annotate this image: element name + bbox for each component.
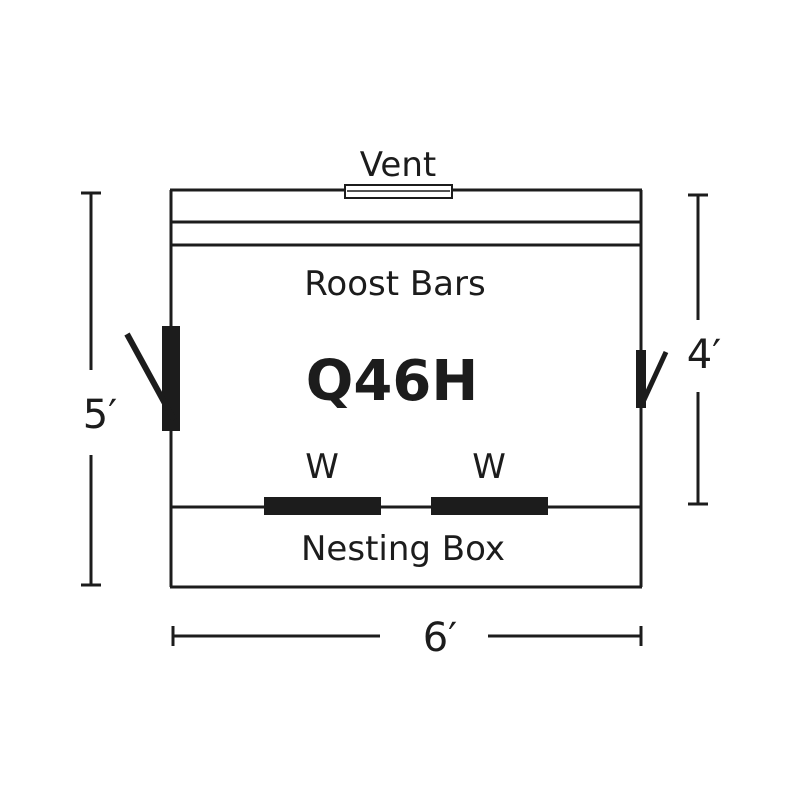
left-door — [124, 326, 180, 431]
right-door-swing — [640, 350, 669, 404]
model-label: Q46H — [306, 349, 478, 414]
left-door-swing — [124, 332, 177, 422]
vent-label: Vent — [360, 145, 436, 185]
width-label: 6′ — [423, 615, 458, 661]
roost-bars-label: Roost Bars — [304, 264, 485, 304]
window-left-label: W — [305, 447, 339, 487]
window-right — [431, 497, 548, 515]
left-height-dimension — [81, 191, 101, 587]
width-dimension — [171, 626, 643, 646]
right-height-label: 4′ — [687, 332, 722, 378]
nesting-box-label: Nesting Box — [301, 529, 505, 569]
right-door — [636, 350, 669, 408]
right-height-dimension — [688, 193, 708, 506]
window-left — [264, 497, 381, 515]
roost-bars — [171, 220, 641, 247]
window-right-label: W — [472, 447, 506, 487]
left-height-label: 5′ — [83, 392, 118, 438]
